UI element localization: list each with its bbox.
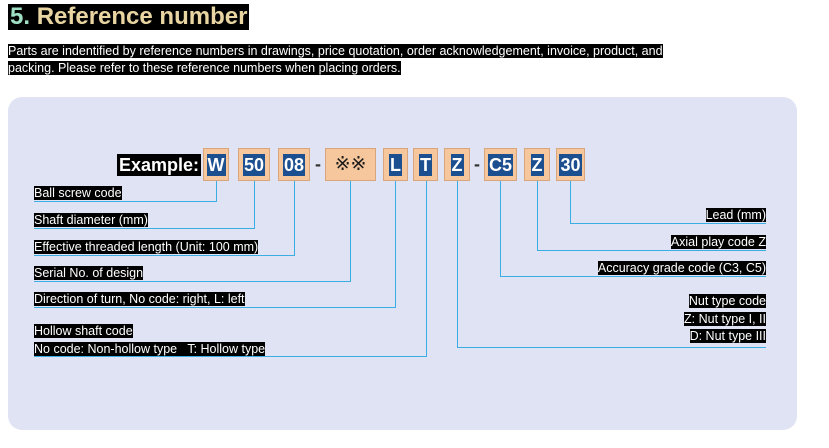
label-effective-threaded-length: Effective threaded length (Unit: 100 mm) (34, 240, 259, 254)
label-accuracy-grade-code: Accuracy grade code (C3, C5) (597, 261, 766, 275)
label-hollow-shaft-code: Hollow shaft code (34, 324, 133, 338)
code-box-direction: L (383, 148, 408, 181)
section-heading: 5. Reference number (8, 3, 250, 30)
section-number: 5. (10, 3, 31, 30)
code-box-ball-screw: W (203, 148, 229, 181)
label-nut-type-code: Nut type code (688, 294, 766, 308)
label-shaft-diameter: Shaft diameter (mm) (34, 213, 148, 227)
code-box-axial-play: Z (524, 148, 550, 181)
code-text: Z (450, 153, 464, 176)
section-title: Reference number (36, 3, 248, 30)
code-text: W (206, 153, 226, 176)
label-axial-play-code: Axial play code Z (670, 235, 766, 249)
label-serial-no: Serial No. of design (34, 266, 144, 280)
label-direction-of-turn: Direction of turn, No code: right, L: le… (34, 292, 245, 306)
label-nut-type-z: Z: Nut type I, II (684, 312, 766, 326)
code-separator: - (474, 154, 480, 174)
code-box-accuracy-grade: C5 (484, 148, 517, 181)
code-box-shaft-diameter: 50 (238, 148, 270, 181)
label-hollow-shaft-options: No code: Non-hollow type T: Hollow type (34, 342, 266, 356)
code-text: Z (530, 153, 544, 176)
code-text: L (389, 153, 402, 176)
code-text: T (419, 153, 432, 176)
label-nut-type-d: D: Nut type III (689, 329, 766, 343)
code-box-threaded-length: 08 (278, 148, 310, 181)
intro-text-line-2: packing. Please refer to these reference… (8, 61, 401, 75)
code-box-lead: 30 (556, 148, 585, 181)
code-box-serial-no: ※※ (325, 148, 376, 181)
code-separator: - (315, 154, 321, 174)
example-label: Example: (117, 154, 202, 176)
label-lead: Lead (mm) (705, 208, 766, 222)
code-text: C5 (487, 153, 513, 176)
code-text: ※※ (334, 153, 367, 175)
code-text: 30 (559, 153, 582, 176)
code-text: 08 (282, 153, 306, 176)
code-box-nut-type: Z (444, 148, 470, 181)
intro-text-line-1: Parts are indentified by reference numbe… (8, 44, 663, 58)
code-text: 50 (242, 153, 266, 176)
code-box-hollow-shaft: T (413, 148, 438, 181)
label-ball-screw-code: Ball screw code (34, 186, 122, 200)
